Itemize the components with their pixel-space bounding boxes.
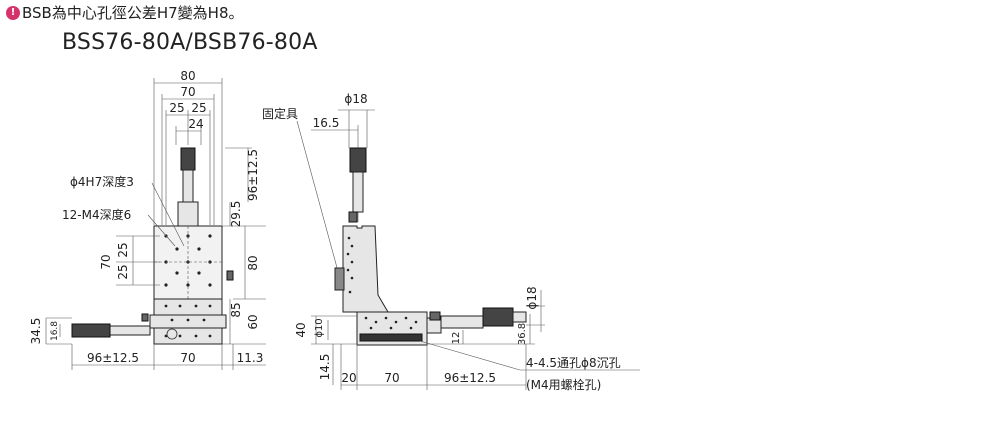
dim-side-70: 70 [384,371,399,385]
dim-16-8: 16.8 [50,321,60,341]
label-through-hole-note: (M4用螺栓孔) [526,377,601,392]
dim-96-bottom: 96±12.5 [87,351,139,365]
tolerance-note-text: BSB為中心孔徑公差H7變為H8。 [22,4,244,22]
model-title: BSS76-80A/BSB76-80A [62,30,318,55]
dim-side-14-5: 14.5 [318,354,332,381]
side-view: ϕ18 16.5 固定具 [262,92,640,392]
label-phi4-hole: ϕ4H7深度3 [70,174,134,189]
exclamation-circle-icon: ! [6,5,20,20]
label-through-hole: 4-4.5通孔ϕ8沉孔 [526,356,621,370]
dim-top-25a: 25 [169,101,184,115]
dim-side-phi18-right: ϕ18 [525,286,539,309]
dim-25-left-b: 25 [116,264,130,279]
front-view: 80 70 25 25 24 96±12.5 29.5 80 85 60 [29,69,266,370]
dim-side-36-8: 36.8 [517,323,528,345]
dim-70-bottom: 70 [180,351,195,365]
dim-side-phi18-top: ϕ18 [344,92,367,106]
dim-29-5: 29.5 [229,201,243,228]
dim-top-25b: 25 [191,101,206,115]
bracket-holes [346,236,354,294]
base-holes [364,316,418,330]
dim-side-16-5: 16.5 [313,116,340,130]
dim-side-20: 20 [341,371,356,385]
tolerance-note: ! BSB為中心孔徑公差H7變為H8。 [6,2,244,23]
dim-34-5: 34.5 [29,318,43,345]
dim-85: 85 [229,302,243,317]
dim-side-12: 12 [451,332,462,345]
dim-side-40: 40 [294,322,308,337]
dim-80-right: 80 [246,255,260,270]
dim-96-micrometer: 96±12.5 [246,149,260,201]
dim-top-80: 80 [180,69,195,83]
dim-11-3: 11.3 [237,351,264,365]
dim-70-left: 70 [99,254,113,269]
dim-side-phi10: ϕ10 [314,318,325,337]
dim-top-24: 24 [188,117,203,131]
side-micrometer-knob [482,307,514,327]
micrometer-knob-horizontal [71,323,111,338]
dim-25-left-a: 25 [116,242,130,257]
label-m4-holes: 12-M4深度6 [62,207,131,222]
label-fixture: 固定具 [262,106,298,121]
dim-top-70: 70 [180,85,195,99]
dim-side-96: 96±12.5 [444,371,496,385]
micrometer-knob [180,147,196,171]
dim-60: 60 [246,314,260,329]
stage-holes [164,304,212,338]
